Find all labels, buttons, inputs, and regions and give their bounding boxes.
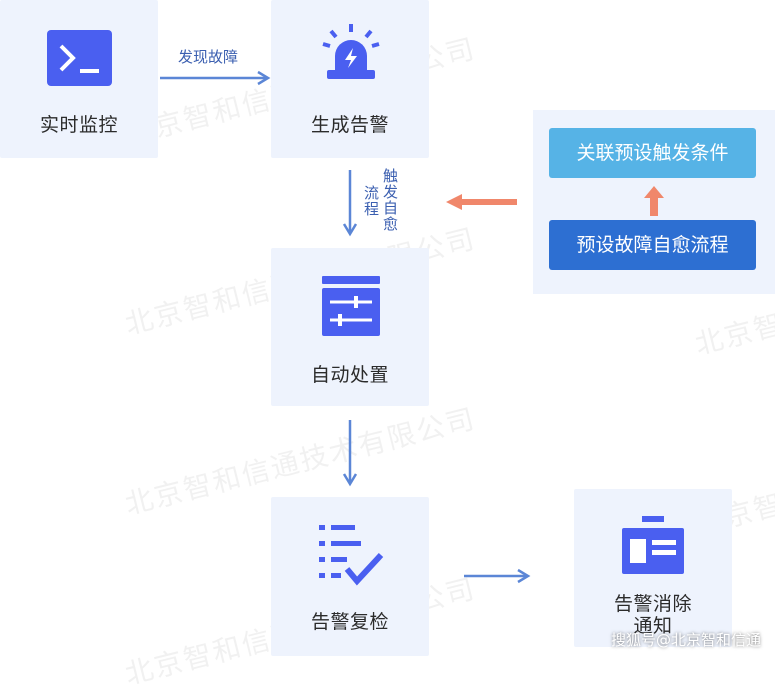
node-notify-label-line1: 告警消除	[613, 593, 692, 615]
condition-box: 关联预设触发条件	[549, 128, 756, 178]
arrow-alert-to-auto	[342, 170, 358, 237]
node-alert: 生成告警	[271, 0, 429, 158]
arrow-panel-to-flow	[446, 194, 517, 210]
node-recheck-label: 告警复检	[310, 611, 389, 633]
node-monitor: 实时监控	[0, 0, 158, 158]
terminal-icon	[47, 30, 112, 86]
notice-card-icon	[622, 516, 684, 574]
edge-trigger-label-2: 流程	[362, 185, 380, 217]
arrow-preset-to-condition	[644, 186, 664, 216]
alarm-light-icon	[322, 24, 380, 79]
node-recheck: 告警复检	[271, 497, 429, 656]
preset-flow-box: 预设故障自愈流程	[549, 220, 756, 270]
node-auto-label: 自动处置	[310, 364, 389, 386]
footer-source: 搜狐号@北京智和信通	[610, 631, 761, 649]
edge-discover-label: 发现故障	[178, 48, 239, 66]
node-alert-label: 生成告警	[310, 114, 389, 136]
arrow-discover	[160, 70, 271, 86]
node-notify-label-line2: 通知	[633, 615, 673, 637]
arrow-recheck-to-notify	[464, 568, 531, 584]
node-monitor-label: 实时监控	[39, 114, 118, 136]
sliders-icon	[322, 276, 380, 336]
checklist-icon	[319, 525, 384, 586]
node-notify: 告警消除 通知	[574, 489, 732, 647]
arrow-auto-to-recheck	[342, 420, 358, 487]
edge-trigger-label: 触发自愈	[381, 168, 399, 232]
node-auto: 自动处置	[271, 248, 429, 406]
